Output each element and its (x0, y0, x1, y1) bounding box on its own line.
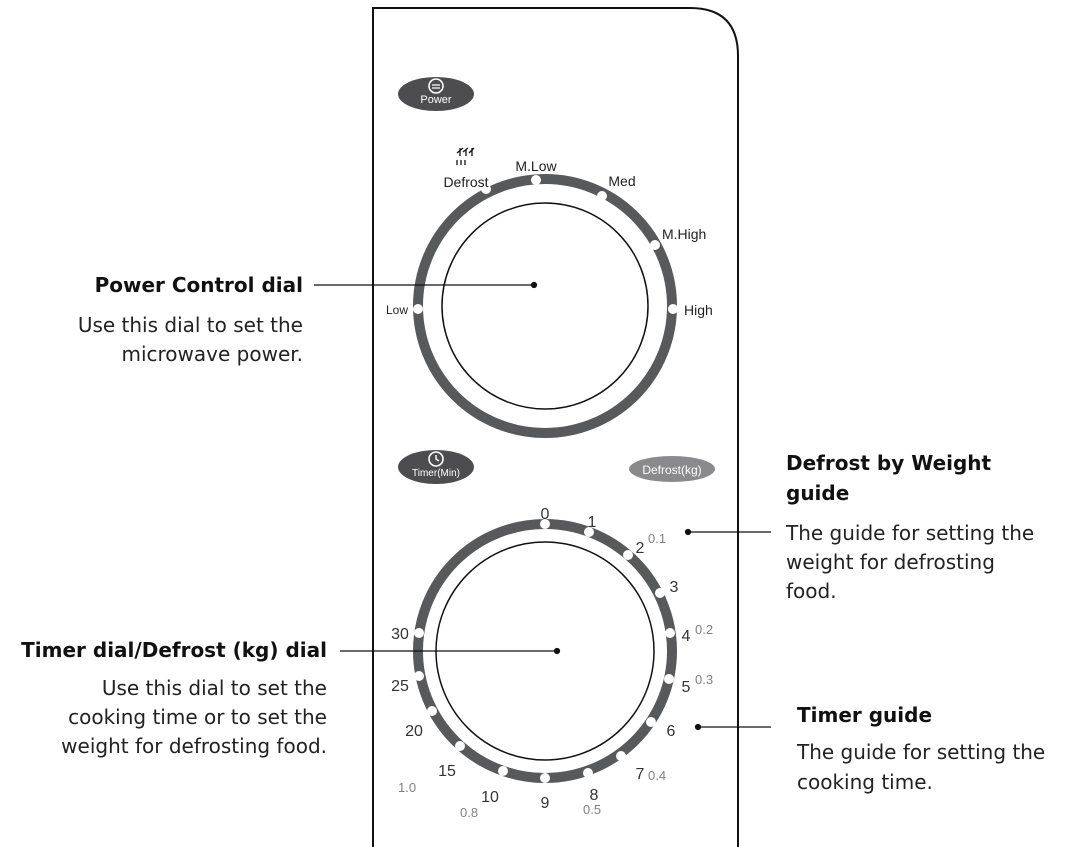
weight-label-0-1: 0.1 (648, 531, 666, 546)
timer-label-4: 4 (682, 628, 691, 645)
clock-icon (428, 451, 444, 467)
weight-label-0-5: 0.5 (583, 802, 601, 817)
timer-defrost-desc-line1: Use this dial to set the (101, 676, 327, 700)
power-dial-knob[interactable] (441, 202, 649, 410)
power-label-low: Low (386, 303, 408, 317)
power-button[interactable]: Power (398, 77, 474, 111)
timer-label-10: 10 (481, 789, 499, 806)
timer-dial-leader-dot (553, 647, 561, 655)
power-label-mhigh: M.High (662, 226, 706, 242)
power-control-dial[interactable] (413, 174, 677, 438)
timer-defrost-desc-line3: weight for defrosting food. (61, 734, 327, 758)
timer-label-9: 9 (541, 795, 550, 812)
timer-label-30: 30 (391, 626, 409, 643)
timer-label-1: 1 (588, 514, 597, 531)
defrost-weight-title-line2: guide (786, 481, 850, 505)
defrost-kg-button-label: Defrost(kg) (642, 463, 701, 477)
power-control-desc-line2: microwave power. (121, 342, 303, 366)
power-label-mlow: M.Low (515, 158, 557, 174)
power-label-high: High (684, 302, 713, 318)
timer-dial-notches (414, 519, 675, 783)
power-control-leader-dot (530, 281, 538, 289)
weight-label-0-2: 0.2 (695, 622, 713, 637)
timer-label-25: 25 (391, 678, 409, 695)
weight-label-0-8: 0.8 (460, 805, 478, 820)
timer-guide-desc-line1: The guide for setting the (797, 740, 1046, 764)
weight-label-1-0: 1.0 (398, 780, 416, 795)
defrost-kg-button[interactable]: Defrost(kg) (629, 456, 715, 482)
timer-label-5: 5 (682, 679, 691, 696)
timer-label-20: 20 (405, 723, 423, 740)
defrost-weight-desc-line3: food. (786, 579, 837, 603)
timer-label-6: 6 (667, 723, 676, 740)
timer-guide-title: Timer guide (797, 703, 933, 727)
timer-defrost-title: Timer dial/Defrost (kg) dial (21, 638, 327, 662)
timer-label-7: 7 (636, 766, 645, 783)
timer-guide-leader-dot (694, 723, 702, 731)
power-control-desc-line1: Use this dial to set the (77, 313, 303, 337)
timer-label-2: 2 (636, 540, 645, 557)
power-label-med: Med (608, 173, 635, 189)
timer-defrost-desc-line2: cooking time or to set the (68, 705, 327, 729)
timer-label-8: 8 (590, 787, 599, 804)
defrost-weight-title-line1: Defrost by Weight (786, 451, 992, 475)
power-label-defrost: Defrost (443, 174, 488, 190)
timer-label-3: 3 (670, 579, 679, 596)
defrost-weight-desc-line2: weight for defrosting (786, 550, 995, 574)
timer-label-15: 15 (438, 763, 456, 780)
defrost-weight-leader-dot (684, 528, 692, 536)
timer-label-0: 0 (541, 506, 550, 523)
defrost-weight-desc-line1: The guide for setting the (786, 521, 1035, 545)
panel-outline (372, 7, 739, 847)
timer-guide-desc-line2: cooking time. (797, 770, 933, 794)
weight-label-0-4: 0.4 (648, 768, 666, 783)
timer-button-label: Timer(Min) (412, 468, 460, 479)
power-button-label: Power (420, 94, 452, 106)
power-dial-ring (413, 174, 677, 438)
snowflake-defrost-icon (456, 147, 475, 165)
power-icon (428, 78, 444, 94)
power-dial-notches (413, 175, 678, 314)
timer-button[interactable]: Timer(Min) (398, 450, 474, 484)
weight-label-0-3: 0.3 (695, 672, 713, 687)
power-control-title: Power Control dial (94, 273, 303, 297)
